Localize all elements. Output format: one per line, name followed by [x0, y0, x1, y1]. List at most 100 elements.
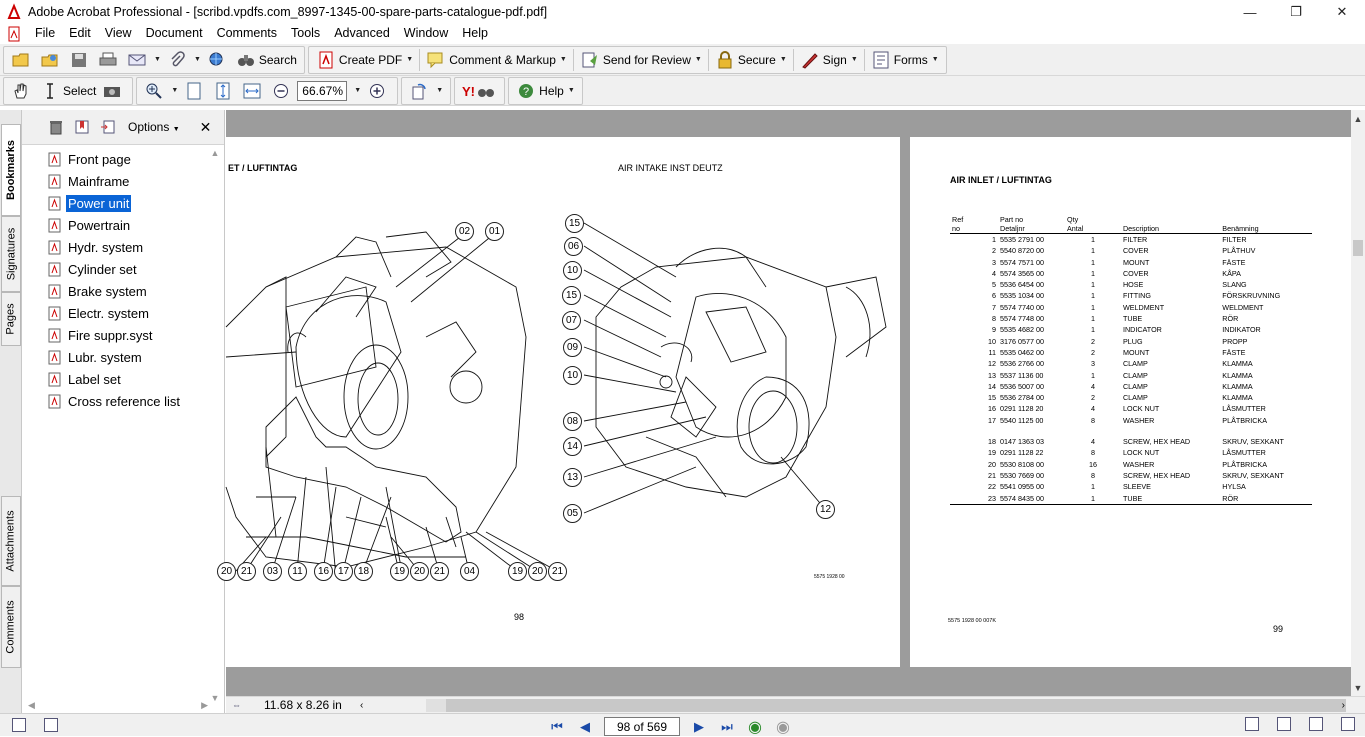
zoom-in-tool-button[interactable]: ▼	[141, 78, 181, 104]
tab-comments[interactable]: Comments	[1, 586, 21, 668]
bookmark-item[interactable]: Hydr. system	[28, 236, 208, 258]
search-button[interactable]: Search	[233, 47, 300, 73]
continuous-view-button[interactable]	[1277, 717, 1291, 731]
next-page-button[interactable]: ▶	[694, 718, 704, 734]
save-button[interactable]	[66, 47, 95, 73]
send-review-button[interactable]: Send for Review▼	[577, 47, 705, 73]
actual-size-button[interactable]	[181, 78, 210, 104]
table-cell: KLAMMA	[1222, 370, 1253, 380]
tab-attachments[interactable]: Attachments	[1, 496, 21, 586]
rotate-button[interactable]: ▼	[406, 78, 446, 104]
organizer-button[interactable]	[37, 47, 66, 73]
scroll-left-button[interactable]: ‹	[360, 699, 364, 711]
menu-comments[interactable]: Comments	[216, 26, 277, 40]
bookmark-item[interactable]: Brake system	[28, 280, 208, 302]
menu-window[interactable]: Window	[403, 26, 449, 40]
bookmark-item[interactable]: Label set	[28, 368, 208, 390]
table-cell: 3	[992, 257, 996, 267]
col-qty: Qty	[1066, 215, 1079, 224]
comment-markup-button[interactable]: Comment & Markup▼	[423, 47, 570, 73]
status-doc-icon[interactable]	[44, 718, 58, 732]
delete-bookmark-button[interactable]	[46, 117, 66, 137]
scroll-right-button[interactable]: ›	[1341, 699, 1345, 711]
snapshot-button[interactable]	[99, 78, 128, 104]
tab-signatures[interactable]: Signatures	[1, 216, 21, 292]
sign-button[interactable]: Sign▼	[797, 47, 861, 73]
col-description: Description	[1122, 224, 1159, 233]
horizontal-scroll-thumb[interactable]	[446, 699, 1346, 712]
table-cell: 1	[1090, 246, 1095, 256]
previous-view-button[interactable]: ◉	[748, 718, 762, 736]
callout-number: 15	[565, 214, 584, 233]
bookmark-item[interactable]: Mainframe	[28, 170, 208, 192]
fit-width-button[interactable]	[239, 78, 268, 104]
bookmark-item[interactable]: Electr. system	[28, 302, 208, 324]
attach-button[interactable]: ▼	[164, 47, 204, 73]
next-view-button[interactable]: ◉	[776, 718, 790, 736]
vertical-scroll-thumb[interactable]	[1353, 240, 1363, 256]
split-handle-icon[interactable]: ⇔	[232, 700, 241, 710]
help-button[interactable]: ?Help▼	[513, 78, 578, 104]
continuous-facing-view-button[interactable]	[1341, 717, 1355, 731]
email-button[interactable]: ▼	[124, 47, 164, 73]
bookmark-item[interactable]: Front page	[28, 148, 208, 170]
previous-page-button[interactable]: ◀	[580, 718, 590, 734]
print-button[interactable]	[95, 47, 124, 73]
first-page-button[interactable]: ⏮	[551, 718, 563, 734]
bookmarks-scrollbar[interactable]: ▲▼	[210, 148, 220, 703]
tab-bookmarks[interactable]: Bookmarks	[1, 124, 21, 216]
fit-page-button[interactable]	[210, 78, 239, 104]
document-view[interactable]: ET / LUFTINTAG AIR INTAKE INST DEUTZ	[217, 110, 1351, 696]
options-menu[interactable]: Options ▼	[128, 120, 180, 134]
expand-bookmark-button[interactable]	[98, 117, 118, 137]
create-pdf-button[interactable]: Create PDF▼	[313, 47, 416, 73]
table-cell: LÅSMUTTER	[1222, 404, 1266, 414]
menu-view[interactable]: View	[104, 26, 132, 40]
bookmark-item[interactable]: Cross reference list	[28, 390, 208, 412]
hand-tool-button[interactable]	[8, 78, 37, 104]
close-panel-button[interactable]: ✕	[199, 118, 212, 135]
yahoo-search-button[interactable]: Y!	[459, 78, 500, 104]
callout-number: 11	[288, 562, 307, 581]
menu-tools[interactable]: Tools	[291, 26, 321, 40]
forms-button[interactable]: Forms▼	[868, 47, 942, 73]
minimize-button[interactable]: —	[1243, 4, 1257, 20]
menu-file[interactable]: File	[35, 26, 56, 40]
web-button[interactable]	[204, 47, 233, 73]
last-page-button[interactable]: ⏭	[721, 718, 733, 734]
secure-label: Secure	[737, 52, 776, 67]
zoom-dropdown[interactable]: ▼	[354, 87, 362, 94]
menu-advanced[interactable]: Advanced	[334, 26, 390, 40]
bookmark-item[interactable]: Cylinder set	[28, 258, 208, 280]
new-bookmark-button[interactable]	[72, 117, 92, 137]
scroll-down-button[interactable]: ▼	[1353, 682, 1363, 693]
select-tool-button[interactable]: Select	[37, 78, 99, 104]
close-button[interactable]: ✕	[1336, 4, 1348, 19]
scroll-up-button[interactable]: ▲	[1353, 113, 1363, 124]
open-button[interactable]	[8, 47, 37, 73]
bookmark-item[interactable]: Powertrain	[28, 214, 208, 236]
bookmark-item[interactable]: Fire suppr.syst	[28, 324, 208, 346]
single-page-view-button[interactable]	[1245, 717, 1259, 731]
zoom-in-button[interactable]	[364, 78, 393, 104]
figure-number: 5575 1928 00	[814, 574, 845, 580]
zoom-input[interactable]: 66.67%	[297, 80, 348, 101]
vertical-scrollbar[interactable]: ▲ ▼	[1351, 110, 1365, 696]
zoom-out-button[interactable]	[268, 78, 297, 104]
table-cell: LÅSMUTTER	[1222, 448, 1266, 458]
menu-help[interactable]: Help	[462, 26, 488, 40]
menu-edit[interactable]: Edit	[69, 26, 91, 40]
facing-view-button[interactable]	[1309, 717, 1323, 731]
bookmark-item[interactable]: Lubr. system	[28, 346, 208, 368]
restore-button[interactable]: ❐	[1290, 4, 1302, 19]
page-number-input[interactable]: 98 of 569	[604, 717, 680, 736]
tab-pages[interactable]: Pages	[1, 292, 21, 346]
bookmark-item[interactable]: Power unit	[28, 192, 208, 214]
menu-document[interactable]: Document	[145, 26, 203, 40]
secure-button[interactable]: Secure▼	[712, 47, 790, 73]
search-label: Search	[258, 52, 297, 67]
bookmarks-hscrollbar[interactable]: ◀▶	[28, 699, 208, 710]
table-cell: CLAMP	[1122, 393, 1148, 403]
status-view-icon[interactable]	[12, 718, 26, 732]
